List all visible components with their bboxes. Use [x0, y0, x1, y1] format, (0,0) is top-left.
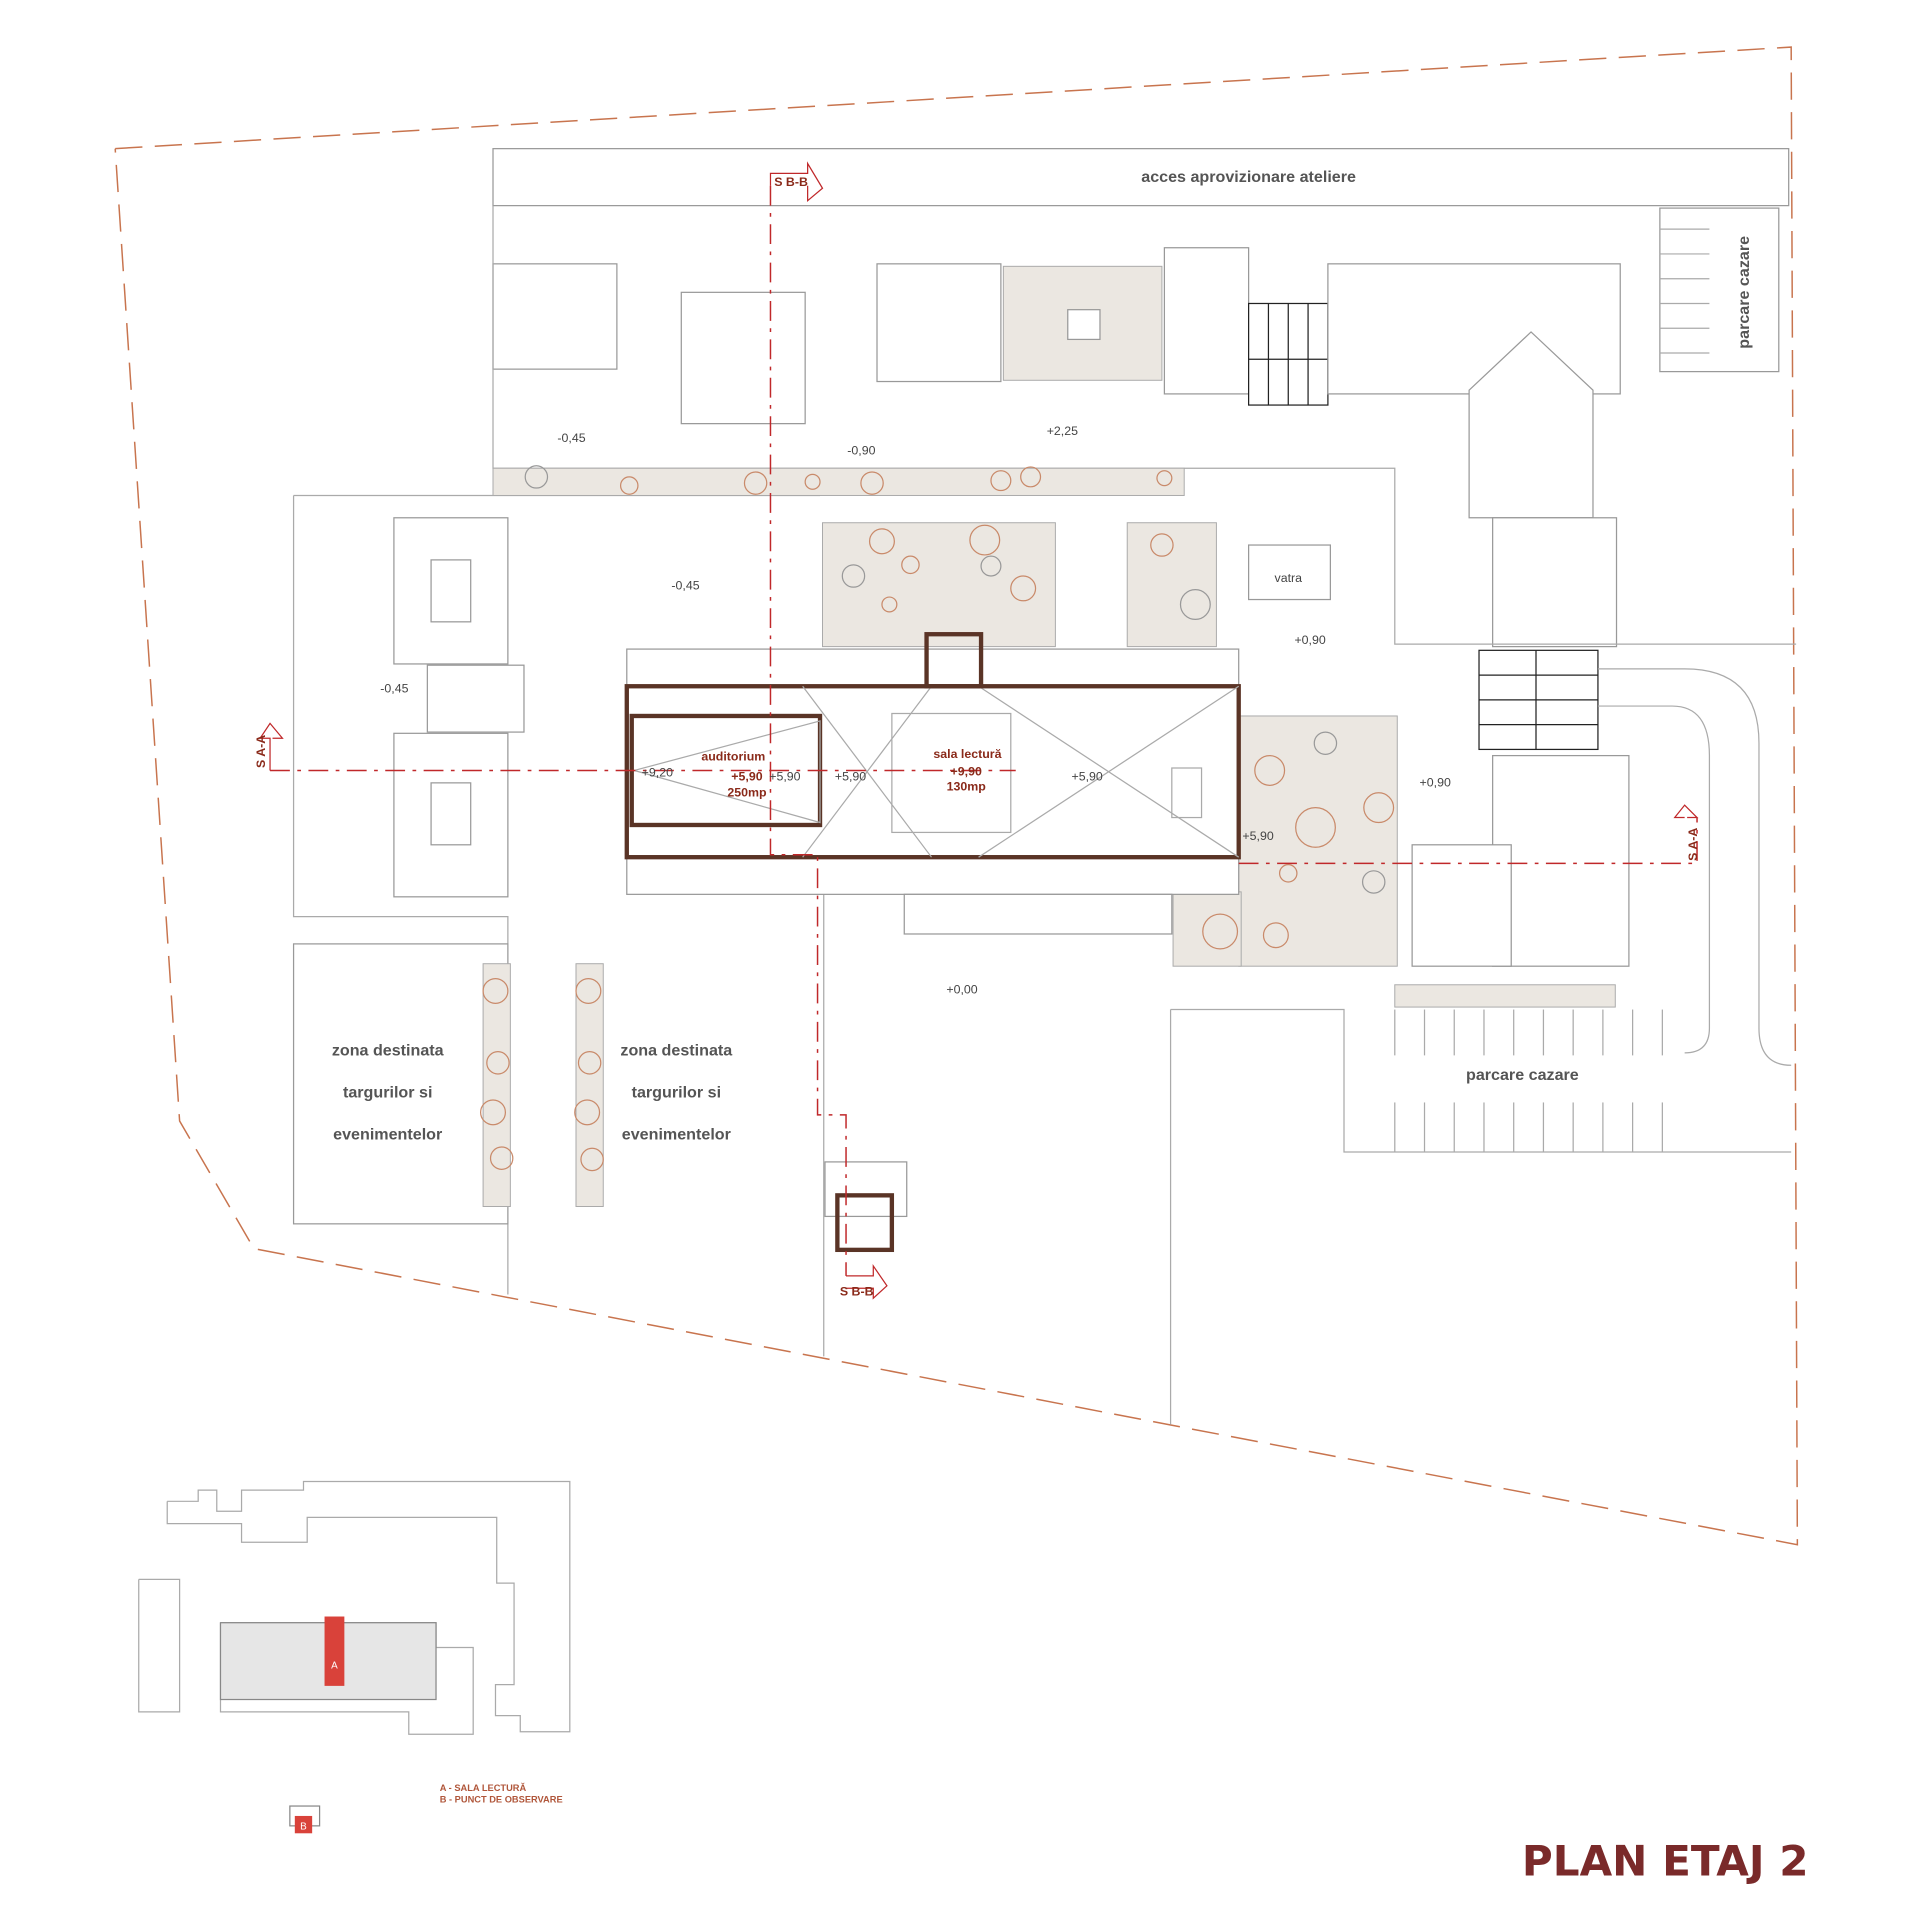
label-parcare-top: parcare cazare — [1735, 236, 1753, 349]
svg-text:-0,45: -0,45 — [380, 681, 408, 695]
svg-text:-0,45: -0,45 — [671, 579, 699, 593]
room-sala-lectura: sala lectură +9,90 130mp — [933, 747, 1001, 793]
zona-right: zona destinata targurilor si evenimentel… — [620, 1041, 733, 1143]
svg-text:+5,90: +5,90 — [835, 769, 866, 783]
svg-text:250mp: 250mp — [727, 785, 767, 799]
svg-text:evenimentelor: evenimentelor — [622, 1126, 732, 1144]
legend: A - SALA LECTURĂ B - PUNCT DE OBSERVARE — [440, 1783, 563, 1804]
svg-text:B - PUNCT DE OBSERVARE: B - PUNCT DE OBSERVARE — [440, 1794, 563, 1804]
svg-text:A - SALA LECTURĂ: A - SALA LECTURĂ — [440, 1783, 527, 1793]
label-vatra: vatra — [1275, 571, 1303, 585]
svg-text:targurilor si: targurilor si — [343, 1083, 432, 1101]
svg-text:targurilor si: targurilor si — [632, 1083, 721, 1101]
svg-text:130mp: 130mp — [947, 779, 987, 793]
green-strip — [492, 467, 1185, 496]
svg-text:-0,90: -0,90 — [847, 444, 875, 458]
svg-text:auditorium: auditorium — [701, 750, 765, 764]
parking-top — [1659, 207, 1780, 373]
svg-text:+0,90: +0,90 — [1420, 776, 1451, 790]
svg-text:B: B — [300, 1822, 307, 1833]
key-plan: A B — [138, 1480, 571, 1834]
level-labels: -0,45 -0,90 +2,25 -0,45 -0,45 +0,90 +9,2… — [380, 424, 1451, 997]
svg-text:+0,00: +0,00 — [946, 982, 977, 996]
label-parcare-bottom: parcare cazare — [1466, 1066, 1579, 1084]
section-label-aa-left: S A-A — [254, 735, 268, 768]
svg-text:+2,25: +2,25 — [1047, 424, 1078, 438]
svg-text:-0,45: -0,45 — [557, 431, 585, 445]
svg-text:+9,90: +9,90 — [951, 764, 982, 778]
section-label-aa-right: S A-A — [1686, 828, 1700, 861]
zona-left: zona destinata targurilor si evenimentel… — [332, 1041, 445, 1143]
svg-text:+5,90: +5,90 — [731, 769, 762, 783]
svg-text:+5,90: +5,90 — [1071, 769, 1102, 783]
key-plan-marker-b — [294, 1815, 313, 1834]
svg-text:+0,90: +0,90 — [1294, 633, 1325, 647]
svg-text:+5,90: +5,90 — [1242, 829, 1273, 843]
section-label-bb-bottom: S B-B — [840, 1285, 874, 1299]
svg-text:sala lectură: sala lectură — [933, 747, 1001, 761]
svg-text:zona destinata: zona destinata — [620, 1041, 733, 1059]
access-road — [492, 148, 1790, 207]
central-building — [626, 648, 1240, 895]
svg-text:evenimentelor: evenimentelor — [333, 1126, 443, 1144]
key-plan-marker-a — [324, 1616, 345, 1686]
plan-title: PLAN ETAJ 2 — [1522, 1836, 1809, 1885]
svg-text:zona destinata: zona destinata — [332, 1041, 445, 1059]
svg-text:+9,20: +9,20 — [642, 766, 673, 780]
site-boundary — [114, 46, 1799, 1546]
section-line-bb — [769, 185, 847, 1276]
section-label-bb-top: S B-B — [774, 175, 808, 189]
svg-text:A: A — [331, 1661, 338, 1672]
room-auditorium: auditorium +5,90 250mp — [701, 750, 767, 800]
observation-point — [835, 1193, 895, 1253]
svg-text:+5,90: +5,90 — [769, 769, 800, 783]
label-acces: acces aprovizionare ateliere — [1141, 168, 1356, 186]
